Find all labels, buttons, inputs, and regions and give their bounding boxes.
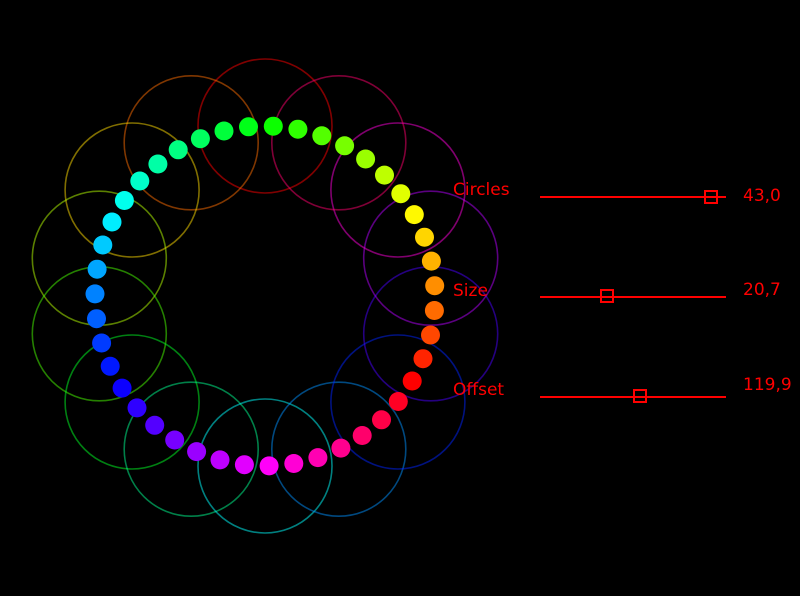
color-dot bbox=[114, 191, 134, 210]
outer-circle bbox=[64, 122, 200, 258]
color-dot bbox=[413, 349, 433, 369]
color-dot bbox=[145, 415, 165, 435]
circles-slider-track[interactable] bbox=[540, 196, 726, 198]
color-dot bbox=[308, 448, 328, 468]
color-dot bbox=[100, 356, 120, 376]
color-dot bbox=[87, 309, 106, 329]
color-dot bbox=[288, 119, 308, 139]
outer-circle bbox=[31, 190, 168, 327]
color-dot bbox=[168, 140, 188, 160]
color-dot bbox=[391, 184, 411, 204]
outer-circle bbox=[270, 75, 407, 211]
color-dot bbox=[87, 259, 107, 279]
offset-slider-track[interactable] bbox=[540, 396, 726, 398]
circles-slider-thumb[interactable] bbox=[704, 190, 719, 204]
color-dot bbox=[92, 333, 112, 353]
color-dot bbox=[234, 455, 254, 475]
offset-slider-thumb[interactable] bbox=[633, 389, 648, 403]
color-dot bbox=[210, 450, 230, 470]
color-dot bbox=[402, 371, 422, 391]
color-dot bbox=[421, 251, 441, 271]
size-slider-track[interactable] bbox=[540, 296, 726, 298]
outer-circle bbox=[197, 58, 333, 194]
color-dot bbox=[424, 301, 444, 320]
outer-circle bbox=[123, 75, 259, 211]
circles-value: 43,0 bbox=[743, 186, 781, 206]
color-dot bbox=[148, 154, 168, 174]
outer-circle bbox=[64, 334, 200, 470]
color-dot bbox=[263, 116, 283, 136]
color-dot bbox=[415, 227, 434, 247]
color-dot bbox=[372, 410, 391, 430]
outer-circle bbox=[362, 190, 499, 327]
offset-label: Offset bbox=[453, 380, 505, 400]
color-dot bbox=[375, 165, 394, 185]
color-dot bbox=[356, 149, 376, 169]
outer-circle bbox=[270, 381, 407, 518]
color-dot bbox=[190, 129, 210, 149]
color-dot bbox=[127, 398, 147, 418]
color-dot bbox=[239, 117, 258, 137]
size-label: Size bbox=[453, 281, 488, 301]
color-dot bbox=[335, 136, 355, 156]
color-dot bbox=[259, 456, 279, 476]
color-dot bbox=[284, 454, 304, 473]
color-dot bbox=[214, 121, 234, 141]
color-dot bbox=[352, 426, 372, 445]
color-dot bbox=[425, 276, 445, 296]
color-dot bbox=[165, 430, 185, 450]
offset-value: 119,9 bbox=[743, 375, 792, 395]
color-dot bbox=[130, 171, 150, 191]
color-dot bbox=[388, 392, 408, 411]
color-dot bbox=[421, 325, 440, 345]
color-dot bbox=[312, 126, 332, 146]
color-dot bbox=[187, 442, 207, 462]
color-dot bbox=[331, 438, 351, 458]
size-value: 20,7 bbox=[743, 280, 781, 300]
outer-circle bbox=[330, 334, 466, 470]
color-dot bbox=[85, 284, 105, 304]
outer-circle bbox=[197, 398, 333, 534]
circles-label: Circles bbox=[453, 180, 510, 200]
color-dot bbox=[93, 235, 113, 255]
color-dot bbox=[102, 212, 122, 232]
size-slider-thumb[interactable] bbox=[599, 289, 614, 303]
color-dot bbox=[112, 378, 132, 398]
outer-circle bbox=[330, 122, 466, 258]
color-dot bbox=[404, 205, 424, 225]
outer-circle bbox=[123, 381, 259, 518]
